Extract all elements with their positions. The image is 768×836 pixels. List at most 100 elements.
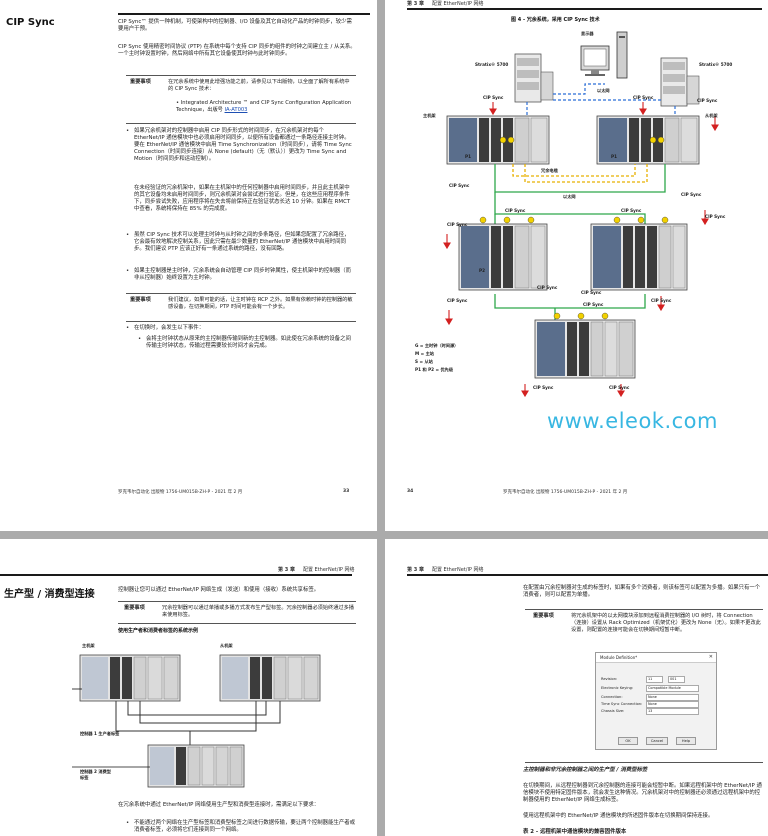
header-rule: [0, 574, 352, 576]
cip-sync-label: CIP Sync: [537, 285, 558, 290]
table-caption: 表 2 - 远程机架中通信模块的兼容固件版本: [523, 829, 627, 835]
secondary-chassis-label: 从机架: [705, 113, 718, 118]
priority-label: P1: [611, 154, 617, 159]
electronic-keying-select[interactable]: Compatible Module: [646, 685, 699, 692]
header-rule: [407, 574, 768, 576]
publication-link[interactable]: IA-AT003: [224, 107, 248, 113]
footer-publication: 罗克韦尔自动化 出版物 1756-UM015B-ZH-P - 2021 年 2 …: [503, 490, 628, 495]
revision-minor-field[interactable]: 001: [668, 676, 685, 683]
sub-list-item: 会将主时钟状态从原来的主控制器传输到新的主控制器。如此使在冗余系统的设备之间传输…: [138, 336, 354, 350]
paragraph: 在配置由冗余控制器对生成的标签时，如果有多个消费者，则该标签可以配置为多播。如果…: [523, 585, 761, 598]
note-text: 我们建议，如果可能的话，让主时钟在 RCP 之外。如果有依赖时钟的控制器的敏感设…: [168, 297, 353, 310]
header-chapter: 第 3 章: [407, 567, 424, 573]
paragraph: 在未经验证的冗余机架中，如果在主机架中的任何控制器中启用时间同步，并且此主机架中…: [134, 185, 351, 212]
section-title-cip-sync: CIP Sync: [6, 17, 55, 28]
page-number: 33: [343, 489, 350, 494]
page-header: 第 3 章配置 EtherNet/IP 网络: [278, 566, 355, 573]
cip-sync-label: CIP Sync: [633, 95, 654, 100]
cip-sync-label: CIP Sync: [447, 298, 468, 303]
note-label: 重要事项: [130, 79, 151, 85]
list-item: 如果主控制器是主时钟，冗余系统会自动管理 CIP 同步时钟属性，使主机架中的控制…: [126, 268, 354, 282]
secondary-chassis-label: 从机架: [220, 643, 233, 648]
paragraph: CIP Sync 使用精密时间协议 (PTP) 在系统中每个支持 CIP 同步的…: [118, 44, 356, 57]
ok-button[interactable]: OK: [618, 737, 638, 745]
cip-sync-label: CIP Sync: [449, 183, 470, 188]
primary-chassis: [446, 115, 550, 165]
remote-chassis-left: [458, 223, 548, 291]
paragraph: 在冗余系统中通过 EtherNet/IP 网络使用生产型和消费型连接时，需满足以…: [118, 802, 320, 808]
priority-label: P2: [479, 268, 485, 273]
cip-sync-label: CIP Sync: [681, 192, 702, 197]
cip-sync-label: CIP Sync: [705, 214, 726, 219]
cancel-button[interactable]: Cancel: [646, 737, 668, 745]
redundancy-diagram: [443, 31, 719, 398]
cip-sync-label: CIP Sync: [697, 98, 718, 103]
note-rule-bottom: [126, 321, 356, 322]
page-35: 第 3 章配置 EtherNet/IP 网络 生产型 / 消费型连接 控制器让您…: [0, 539, 377, 836]
primary-chassis: [79, 654, 181, 702]
legend-master-clock: G = 主时钟（时间源）: [415, 343, 459, 348]
important-note: 重要事项 将冗余机架中的以太网模块添加到远程消费控制器的 I/O 树时，将 Co…: [533, 613, 763, 655]
important-note: 重要事项 在冗余系统中使用此增强功能之前，请参见以下出版物，以全面了解所有系统中…: [130, 79, 356, 123]
help-button[interactable]: Help: [676, 737, 696, 745]
note-rule-bottom: [126, 123, 356, 124]
note-text: 将冗余机架中的以太网模块添加到远程消费控制器的 I/O 树时，将 Connect…: [571, 613, 761, 633]
cip-sync-label: CIP Sync: [505, 208, 526, 213]
module-definition-dialog: Module Definition* ✕ Revision: 11 001 El…: [595, 652, 717, 750]
note-rule-top: [525, 609, 763, 610]
time-sync-select[interactable]: None: [646, 701, 699, 708]
list-item: 虽然 CIP Sync 技术可以处理主时钟与从时钟之间的多条路径，但如果您配置了…: [126, 232, 354, 253]
revision-major-field[interactable]: 11: [646, 676, 663, 683]
monitor-label: 显示器: [581, 31, 594, 36]
page-header: 第 3 章 配置 EtherNet/IP 网络: [407, 0, 484, 7]
footer-publication: 罗克韦尔自动化 出版物 1756-UM015B-ZH-P - 2021 年 2 …: [118, 490, 243, 495]
header-chapter: 第 3 章: [278, 567, 295, 573]
note-label: 重要事项: [124, 605, 145, 611]
controller-1-label: 控制器 1 生产者标签: [80, 731, 120, 736]
watermark: www.eleok.com: [547, 409, 718, 433]
switch-right: [660, 57, 700, 107]
header-chapter: 第 3 章: [407, 1, 424, 7]
cip-sync-label: CIP Sync: [583, 302, 604, 307]
remote-chassis-bottom: [534, 319, 636, 379]
produce-consume-diagram: [72, 654, 321, 788]
page-header: 第 3 章 配置 EtherNet/IP 网络: [407, 566, 484, 573]
legend-slave: S = 从站: [415, 359, 433, 364]
close-icon[interactable]: ✕: [708, 654, 713, 660]
cip-sync-arrows: [443, 102, 719, 398]
paragraph: 使用远程机架中的 EtherNet/IP 通信模块的所述固件版本在切换期间保持连…: [523, 813, 714, 819]
note-text: 在冗余系统中使用此增强功能之前，请参见以下出版物，以全面了解所有系统中的 CIP…: [168, 79, 350, 92]
cip-sync-label: CIP Sync: [581, 290, 602, 295]
chassis-size-field[interactable]: 13: [646, 708, 699, 715]
note-rule-bottom: [525, 762, 763, 763]
figure-title: 图 4 - 冗余系统，采用 CIP Sync 技术: [511, 17, 600, 23]
priority-label: P1: [465, 154, 471, 159]
connection-label: Connection:: [601, 695, 623, 699]
note-text: 冗余控制器可以通过单播或多播方式发布生产型标签。冗余控制器必须始终通过多播来使用…: [162, 605, 354, 618]
important-note: 重要事项 我们建议，如果可能的话，让主时钟在 RCP 之外。如果有依赖时钟的控制…: [130, 297, 356, 321]
cip-sync-label: CIP Sync: [621, 208, 642, 213]
section-title-produce-consume: 生产型 / 消费型连接: [4, 589, 95, 600]
stratix-left-label: Stratix® 5700: [475, 62, 509, 67]
connection-select[interactable]: None: [646, 694, 699, 701]
page-36: 第 3 章 配置 EtherNet/IP 网络 在配置由冗余控制器对生成的标签时，…: [385, 539, 768, 836]
header-title: 配置 EtherNet/IP 网络: [431, 1, 484, 7]
page-34: 第 3 章 配置 EtherNet/IP 网络 图 4 - 冗余系统，采用 CIP…: [385, 0, 768, 531]
clock-role-markers: [479, 136, 669, 320]
controller-2-label: 控制器 2 消费型标签: [80, 769, 111, 780]
page-number: 34: [407, 489, 414, 494]
figure-title: 使用生产者和消费者标签的系统示例: [118, 628, 199, 634]
primary-chassis-label: 主机架: [82, 643, 95, 648]
header-title: 配置 EtherNet/IP 网络: [431, 567, 484, 573]
remote-chassis-right: [590, 223, 688, 291]
list-item: 在切换时，会发生以下事件：: [126, 325, 354, 332]
note-label: 重要事项: [533, 613, 554, 619]
dialog-title: Module Definition*: [596, 653, 716, 663]
cip-sync-label: CIP Sync: [609, 385, 630, 390]
note-bullet-text: Integrated Architecture ™ and CIP Sync C…: [176, 100, 352, 113]
redundancy-fiber-label: 冗余电缆: [541, 168, 558, 173]
paragraph: 控制器让您可以通过 EtherNet/IP 网络生成（发送）和使用（接收）系统共…: [118, 587, 320, 593]
legend-priority: P1 和 P2 = 优先级: [415, 367, 454, 372]
note-rule-top: [126, 293, 356, 294]
note-rule-bottom: [118, 623, 356, 624]
